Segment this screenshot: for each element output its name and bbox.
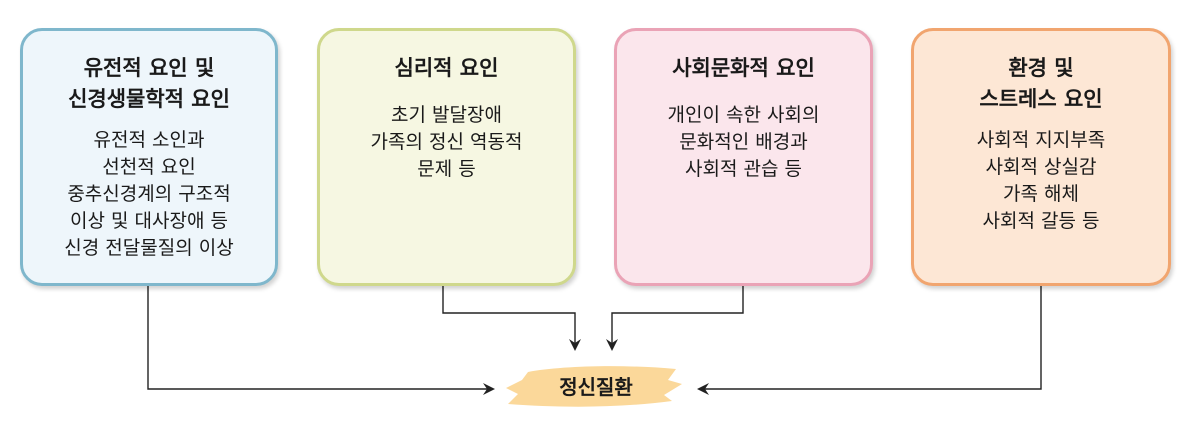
factor-description: 사회적 지지부족 사회적 상실감 가족 해체 사회적 갈등 등: [976, 129, 1106, 232]
arrow-psychological: [442, 286, 581, 351]
factor-title: 심리적 요인: [394, 56, 499, 80]
factor-box-environmental: 환경 및 스트레스 요인 사회적 지지부족 사회적 상실감 가족 해체 사회적 …: [911, 28, 1171, 286]
factor-title: 사회문화적 요인: [672, 56, 815, 80]
mental-illness-label: 정신질환: [559, 375, 633, 399]
factor-description: 초기 발달장애 가족의 정신 역동적 문제 등: [370, 104, 523, 180]
highlight-brush: [506, 366, 682, 407]
factor-box-sociocultural: 사회문화적 요인 개인이 속한 사회의 문화적인 배경과 사회적 관습 등: [614, 28, 873, 286]
factor-box-genetic: 유전적 요인 및 신경생물학적 요인 유전적 소인과 선천적 요인 중추신경계의…: [20, 28, 278, 286]
arrow-sociocultural: [606, 286, 744, 351]
factor-description: 유전적 소인과 선천적 요인 중추신경계의 구조적 이상 및 대사장애 등 신경…: [64, 129, 234, 259]
factor-box-psychological: 심리적 요인 초기 발달장애 가족의 정신 역동적 문제 등: [317, 28, 576, 286]
factor-title: 환경 및 스트레스 요인: [979, 56, 1103, 111]
factor-description: 개인이 속한 사회의 문화적인 배경과 사회적 관습 등: [667, 104, 820, 180]
arrow-environmental: [697, 286, 1042, 395]
factor-title: 유전적 요인 및 신경생물학적 요인: [68, 56, 230, 111]
arrow-genetic: [147, 286, 495, 395]
